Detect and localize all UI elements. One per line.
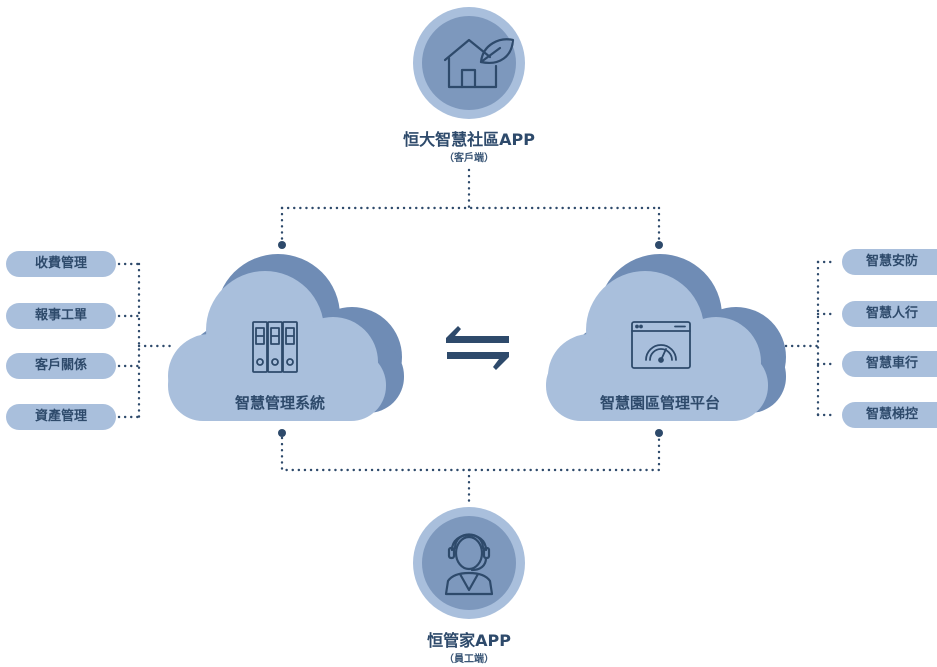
left-cloud [168, 254, 404, 421]
server-rack-icon [252, 321, 298, 373]
staff-headset-icon [444, 533, 494, 596]
top-app-badge [413, 7, 525, 119]
module-smart-pedestrian[interactable]: 智慧人行 [842, 301, 937, 327]
right-cloud [546, 254, 786, 421]
module-work-order[interactable]: 報事工單 [6, 303, 116, 329]
bidirectional-arrows-icon [446, 326, 509, 370]
module-billing-management[interactable]: 收費管理 [6, 251, 116, 277]
connector-lines [117, 168, 837, 504]
dashboard-gauge-icon [631, 321, 691, 369]
module-smart-elevator[interactable]: 智慧梯控 [842, 402, 937, 428]
bottom-app-badge [413, 507, 525, 619]
house-leaf-icon [443, 38, 515, 89]
module-asset-management[interactable]: 資產管理 [6, 404, 116, 430]
module-smart-vehicle[interactable]: 智慧車行 [842, 351, 937, 377]
module-smart-security[interactable]: 智慧安防 [842, 249, 937, 275]
connector-endpoints [278, 241, 663, 437]
module-customer-relations[interactable]: 客戶關係 [6, 353, 116, 379]
left-cloud-title: 智慧管理系統 [234, 394, 325, 412]
bottom-app-title: 恒管家APP [427, 631, 511, 650]
bottom-app-subtitle: （員工端） [444, 654, 494, 665]
top-app-title: 恒大智慧社區APP [403, 130, 535, 149]
right-cloud-title: 智慧園區管理平台 [599, 394, 720, 412]
top-app-subtitle: （客戶端） [444, 153, 494, 164]
